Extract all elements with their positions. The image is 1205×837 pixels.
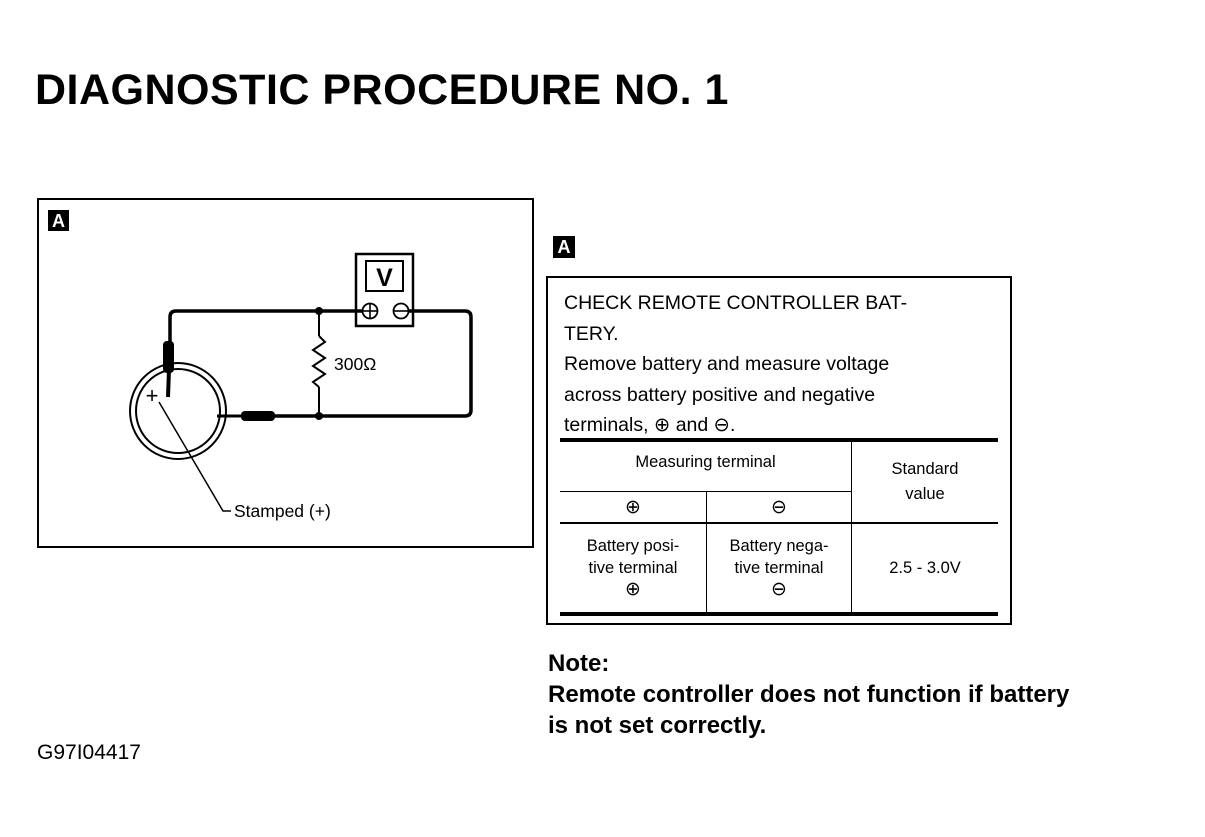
figure-code: G97I04417 xyxy=(37,741,141,764)
cell-battery-negative: Battery nega- tive terminal ⊖ xyxy=(706,522,852,616)
negative-terminal-icon: ⊖ xyxy=(713,414,731,436)
table-header-row: Measuring terminal Standard value xyxy=(560,438,998,523)
figure-label: A xyxy=(52,211,65,231)
note-line: is not set correctly. xyxy=(548,712,767,739)
table-row: Battery posi- tive terminal ⊕ Battery ne… xyxy=(560,522,998,616)
voltmeter-display xyxy=(365,260,404,292)
positive-terminal-icon: ⊕ xyxy=(653,414,671,436)
check-instructions: CHECK REMOTE CONTROLLER BAT- TERY. Remov… xyxy=(564,288,984,441)
wire-probe-positive xyxy=(168,309,319,343)
check-heading-line: TERY. xyxy=(564,322,619,345)
negative-probe-icon xyxy=(241,411,275,421)
voltmeter-symbol: V xyxy=(376,264,393,292)
check-body-line: terminals, ⊕ and ⊖. xyxy=(564,414,736,436)
battery-icon xyxy=(129,362,227,460)
stamped-label: Stamped (+) xyxy=(234,501,331,521)
negative-terminal-icon: ⊖ xyxy=(771,579,787,600)
battery-plus-mark: + xyxy=(146,383,159,408)
check-procedure-box: CHECK REMOTE CONTROLLER BAT- TERY. Remov… xyxy=(546,276,1012,625)
figure-label-badge xyxy=(48,210,69,231)
cell-battery-positive: Battery posi- tive terminal ⊕ xyxy=(560,522,707,616)
measurement-table: Measuring terminal Standard value ⊕ ⊖ Ba… xyxy=(560,438,998,616)
table-subheader-row: ⊕ ⊖ xyxy=(560,491,998,523)
junction-dot xyxy=(315,307,323,315)
subheader-negative-icon: ⊖ xyxy=(706,491,852,523)
header-measuring-terminal: Measuring terminal xyxy=(560,438,852,492)
note-block: Note: Remote controller does not functio… xyxy=(548,648,1069,741)
resistor-icon xyxy=(311,335,327,388)
circuit-diagram: A V 300Ω + Stamped (+) xyxy=(48,210,473,521)
stamped-leader-line xyxy=(158,401,231,512)
check-body-line: across battery positive and negative xyxy=(564,383,876,406)
subheader-positive-icon: ⊕ xyxy=(560,491,707,523)
note-heading: Note: xyxy=(548,650,610,677)
resistor-label: 300Ω xyxy=(334,354,376,374)
positive-terminal-icon: ⊕ xyxy=(625,579,641,600)
check-body-line: Remove battery and measure voltage xyxy=(564,353,890,375)
check-heading-line: CHECK REMOTE CONTROLLER BAT- xyxy=(564,292,908,314)
junction-dot xyxy=(315,412,323,420)
header-standard-value: Standard value xyxy=(851,438,998,523)
wire-meter-negative xyxy=(319,309,473,418)
note-line: Remote controller does not function if b… xyxy=(548,681,1070,708)
cell-standard-value: 2.5 - 3.0V xyxy=(851,522,998,616)
circuit-figure: A V 300Ω + Stamped (+) xyxy=(37,198,534,548)
page-title: DIAGNOSTIC PROCEDURE NO. 1 xyxy=(35,66,729,114)
positive-probe-icon xyxy=(163,341,174,373)
check-box-label: A xyxy=(553,236,575,258)
